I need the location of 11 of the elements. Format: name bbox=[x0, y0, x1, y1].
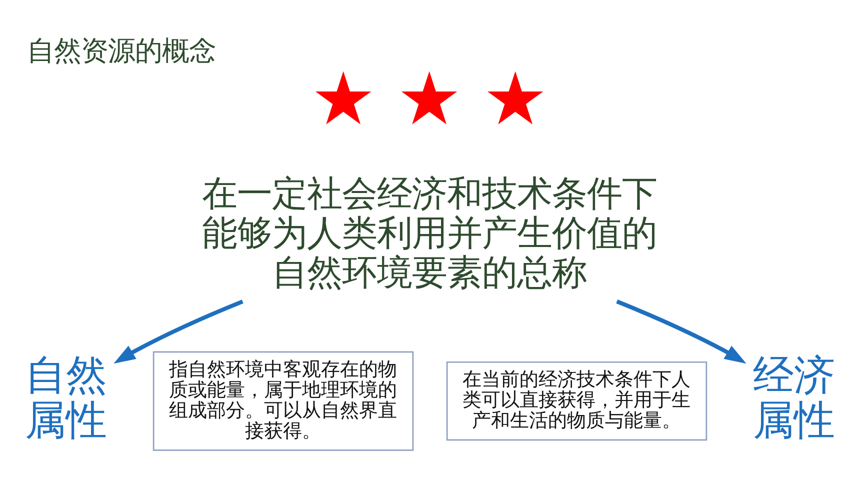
node-text: 自然属性 bbox=[25, 352, 108, 443]
node-text: 在一定社会经济和技术条件下能够为人类利用并产生价值的自然环境要素的总称 bbox=[202, 174, 657, 294]
node-star bbox=[488, 71, 544, 124]
node-box: 在当前的经济技术条件下人类可以直接获得，并用于生产和生活的物质与能量。 bbox=[446, 361, 708, 441]
diagram-title: 自然资源的概念 bbox=[26, 36, 216, 67]
node-star bbox=[316, 71, 372, 124]
node-star bbox=[402, 71, 458, 124]
arrow bbox=[114, 300, 244, 364]
arrow bbox=[616, 300, 746, 364]
node-box: 指自然环境中客观存在的物质或能量，属于地理环境的组成部分。可以从自然界直接获得。 bbox=[152, 351, 414, 451]
node-text: 经济属性 bbox=[752, 352, 835, 443]
